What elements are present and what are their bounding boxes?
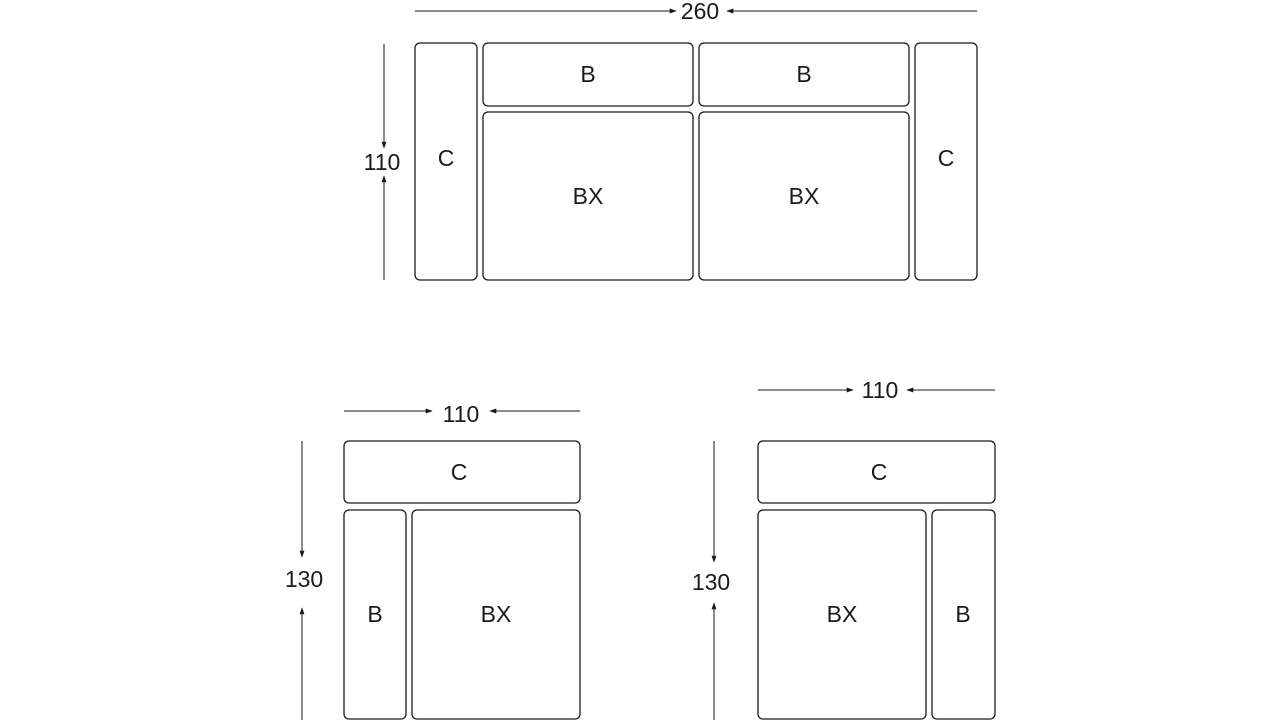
right-arm-piece — [914, 42, 978, 281]
top-layout: 260 110 C B B BX BX C — [364, 0, 978, 281]
right-depth-dimension: 130 — [692, 441, 730, 720]
right-arm-label: C — [938, 145, 955, 171]
left-side-back-piece — [343, 509, 407, 720]
right-width-dimension: 110 — [758, 377, 995, 403]
top-width-label: 260 — [681, 0, 719, 24]
seat-right-label: BX — [789, 183, 820, 209]
back-left-label: B — [580, 61, 595, 87]
seat-right-piece — [698, 111, 910, 281]
right-width-label: 110 — [862, 377, 899, 403]
right-side-back-label: B — [955, 601, 970, 627]
back-right-label: B — [796, 61, 811, 87]
left-seat-label: BX — [481, 601, 512, 627]
left-width-label: 110 — [443, 401, 480, 427]
back-right-piece — [698, 42, 910, 107]
seat-left-label: BX — [573, 183, 604, 209]
top-depth-label: 110 — [364, 149, 401, 175]
left-depth-label: 130 — [285, 566, 323, 592]
right-side-back-piece — [931, 509, 996, 720]
right-seat-piece — [757, 509, 927, 720]
left-top-arm-label: C — [451, 459, 468, 485]
top-width-dimension: 260 — [415, 0, 977, 24]
top-depth-dimension: 110 — [364, 44, 401, 280]
right-top-arm-label: C — [871, 459, 888, 485]
seat-left-piece — [482, 111, 694, 281]
left-depth-dimension: 130 — [285, 441, 323, 720]
left-top-arm-piece — [343, 440, 581, 504]
left-seat-piece — [411, 509, 581, 720]
left-arm-piece — [414, 42, 478, 281]
back-left-piece — [482, 42, 694, 107]
right-depth-label: 130 — [692, 569, 730, 595]
right-seat-label: BX — [827, 601, 858, 627]
right-layout: 110 130 C BX B — [692, 377, 996, 720]
left-side-back-label: B — [367, 601, 382, 627]
left-layout: 110 130 C B BX — [285, 401, 581, 720]
left-arm-label: C — [438, 145, 455, 171]
right-top-arm-piece — [757, 440, 996, 504]
left-width-dimension: 110 — [344, 401, 580, 427]
